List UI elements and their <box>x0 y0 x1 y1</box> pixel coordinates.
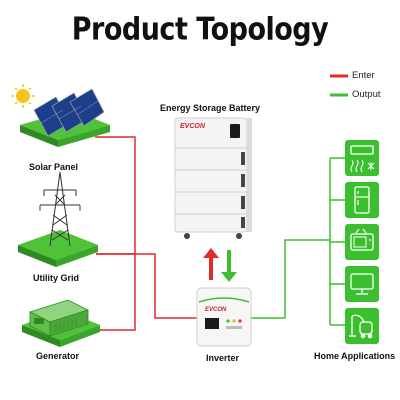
battery-display <box>230 124 240 138</box>
discharge-arrow-down <box>221 250 237 282</box>
solar-panel-icon <box>20 88 110 147</box>
generator-label: Generator <box>36 351 80 361</box>
legend-enter-label: Enter <box>352 70 375 81</box>
inverter-display <box>205 318 219 329</box>
enter-wiring <box>95 136 197 331</box>
solar-panel-label: Solar Panel <box>29 162 79 172</box>
legend-output-label: Output <box>352 89 381 100</box>
inverter-label: Inverter <box>206 353 240 363</box>
utility-grid-label: Utility Grid <box>33 273 80 283</box>
sun-icon <box>11 84 35 108</box>
charge-arrow-up <box>203 248 219 280</box>
battery-brand-logo: EVCON <box>180 123 205 130</box>
home-applications-label: Home Applications <box>314 351 396 361</box>
inverter-device <box>196 287 252 347</box>
page-title: Product Topology <box>71 11 329 48</box>
battery-cabinet <box>174 117 252 239</box>
battery-label: Energy Storage Battery <box>160 103 261 113</box>
utility-grid-icon <box>18 171 98 267</box>
inverter-brand-logo: EVCON <box>205 307 227 313</box>
output-wiring <box>251 157 345 326</box>
generator-icon <box>22 299 100 347</box>
